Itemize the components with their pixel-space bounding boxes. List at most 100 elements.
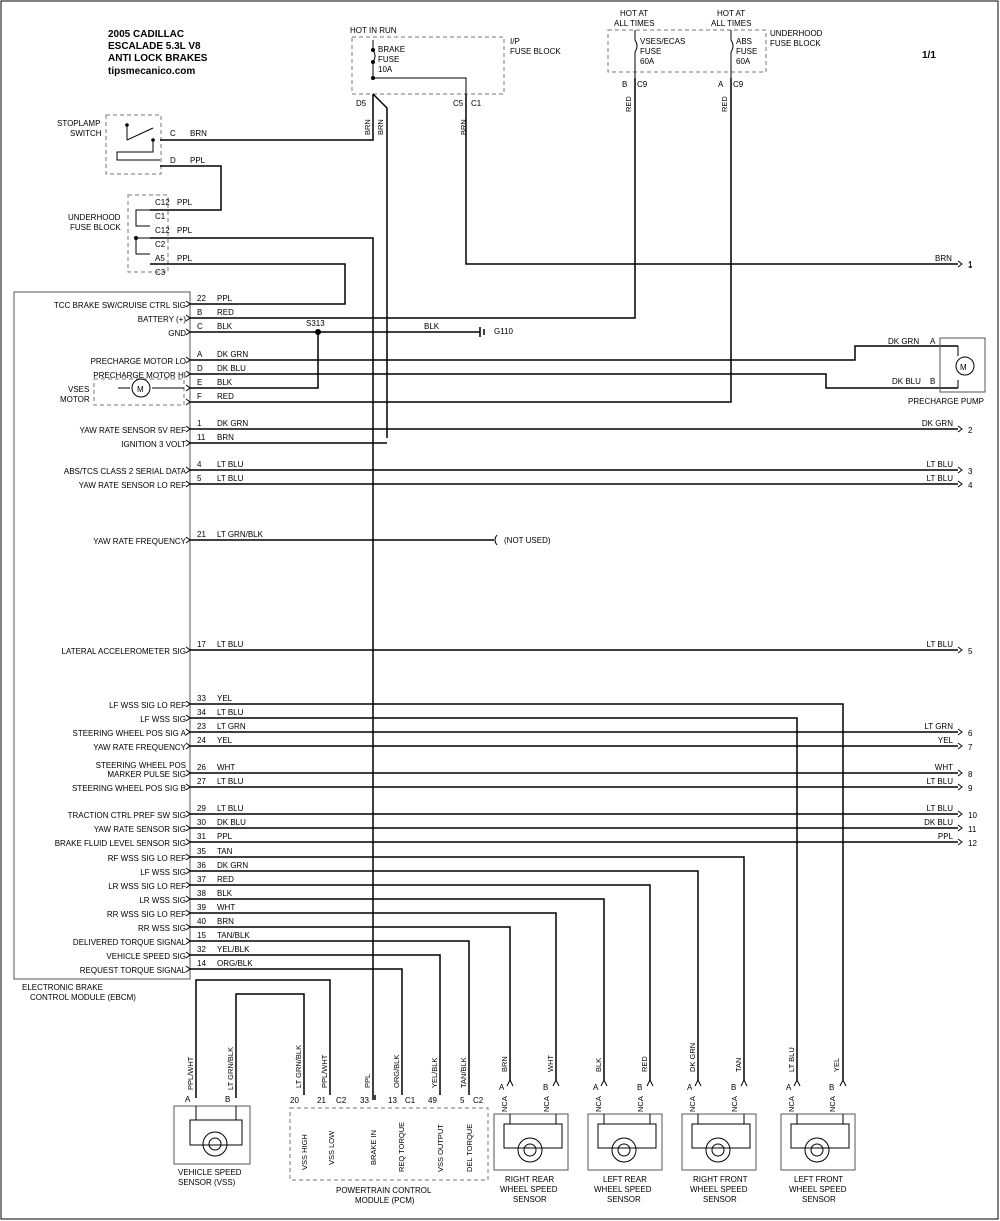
wire-label: BRN: [500, 1056, 509, 1072]
wire-label: LT BLU: [787, 1047, 796, 1072]
pin-label: C12: [155, 198, 170, 207]
ebcm-pin-number: 1: [197, 419, 202, 428]
hot-in-run-label: HOT IN RUN: [350, 26, 397, 35]
connector-number: 9: [968, 784, 973, 793]
ebcm-label: ELECTRONIC BRAKE: [22, 983, 103, 992]
pin-arrow: [600, 1078, 608, 1087]
red-wire-motor: [190, 78, 732, 403]
ebcm-pin-label: YAW RATE SENSOR SIG: [94, 825, 186, 834]
vehicle-speed-sensor: PPL/WHT LT GRN/BLK A B VEHICLE SPEED SEN…: [173, 1047, 251, 1187]
connector-arrow: [957, 728, 963, 736]
brake-fuse-rating: 10A: [378, 65, 393, 74]
ebcm-pin-number: 38: [197, 889, 206, 898]
pin-arrow: [740, 1078, 748, 1087]
nca-label: NCA: [636, 1096, 645, 1112]
wire-label: ORG/BLK: [392, 1055, 401, 1088]
pin-arrow: [185, 853, 191, 861]
pin-label: C12: [155, 226, 170, 235]
connector-wire-color: LT BLU: [927, 640, 954, 649]
ebcm-pin-number: 4: [197, 460, 202, 469]
pin-arrow: [185, 783, 191, 791]
connector-number: 12: [968, 839, 977, 848]
dkgrn-pump-wire: [190, 345, 958, 361]
wire-label: BRN: [363, 119, 372, 135]
pin-arrow: [185, 881, 191, 889]
pin-arrow: [185, 824, 191, 832]
ebcm-wire-color: LT BLU: [217, 474, 244, 483]
ebcm-pin-number: 24: [197, 736, 206, 745]
ip-label: I/P: [510, 37, 520, 46]
abs-fuse-rating: 60A: [736, 57, 751, 66]
ebcm-pin-number: 32: [197, 945, 206, 954]
connector-number: 7: [968, 743, 973, 752]
ebcm-pin-label: LF WSS SIG: [140, 868, 186, 877]
pin-arrow: [552, 1078, 560, 1087]
brn-wire-out-1: [465, 94, 958, 265]
rf-wss: DK GRN TAN A B NCA NCA RIGHT FRONT WHEEL…: [681, 1043, 757, 1204]
nca-label: NCA: [542, 1096, 551, 1112]
sensor-label: SENSOR: [607, 1195, 641, 1204]
connector-label: C3: [155, 268, 166, 277]
connector-arrow: [957, 480, 963, 488]
pin-arrow: [646, 1078, 654, 1087]
ebcm-wire-color: WHT: [217, 763, 235, 772]
wire-color: PPL: [190, 156, 206, 165]
fuse-node: [371, 60, 375, 64]
pin-arrow: [185, 480, 191, 488]
pin-label: A: [687, 1083, 693, 1092]
ebcm-pin-label: PRECHARGE MOTOR HI: [93, 371, 186, 380]
ground-label: G110: [494, 327, 514, 336]
ebcm-wire-color: ORG/BLK: [217, 959, 253, 968]
ebcm-pin-label: RR WSS SIG: [138, 924, 186, 933]
vses-fuse-rating: 60A: [640, 57, 655, 66]
pcm-pin-label: VSS LOW: [327, 1130, 336, 1165]
motor-label: MOTOR: [60, 395, 90, 404]
connector-wire-color: DK GRN: [922, 419, 953, 428]
pin-c1: C1: [471, 99, 482, 108]
wire-label: WHT: [546, 1055, 555, 1072]
sensor-label: WHEEL SPEED: [789, 1185, 847, 1194]
ebcm-pin-label: LR WSS SIG: [139, 896, 186, 905]
connector-number: 1: [968, 261, 973, 270]
ebcm-pin-label: YAW RATE SENSOR LO REF: [79, 481, 187, 490]
pin-label: D: [170, 156, 176, 165]
stoplamp-label: STOPLAMP: [57, 119, 100, 128]
ppl-wire-brake-in: [150, 237, 374, 1100]
ebcm-pin-number: E: [197, 378, 202, 387]
ebcm-wire-color: LT BLU: [217, 804, 244, 813]
connector-wire-color: YEL: [938, 736, 954, 745]
red-wire-battery: [190, 78, 636, 319]
brn-wire-stoplamp: [160, 94, 374, 141]
ebcm-pin-number: B: [197, 308, 202, 317]
pin-label: A: [499, 1083, 505, 1092]
wire-label: PPL: [363, 1074, 372, 1088]
ebcm-pin-label: ABS/TCS CLASS 2 SERIAL DATA: [64, 467, 187, 476]
wire-color: PPL: [177, 254, 193, 263]
powertrain-control-module: LT GRN/BLK PPL/WHT PPL ORG/BLK YEL/BLK T…: [289, 1045, 489, 1205]
sensor-label: WHEEL SPEED: [500, 1185, 558, 1194]
pcm-pin-label: REQ TORQUE: [397, 1122, 406, 1172]
pin-label: B: [225, 1095, 230, 1104]
pin-arrow: [185, 536, 191, 544]
ebcm-pin-number: 35: [197, 847, 206, 856]
connector-label: C2: [155, 240, 166, 249]
all-times-label: ALL TIMES: [711, 19, 751, 28]
underhood-fuse-block-left: UNDERHOOD FUSE BLOCK C12 PPL C1 C12 PPL …: [68, 194, 193, 277]
ebcm-pin-label: TCC BRAKE SW/CRUISE CTRL SIG: [54, 301, 186, 310]
ebcm-wire-color: YEL: [217, 694, 233, 703]
underhood-label: UNDERHOOD: [770, 29, 823, 38]
